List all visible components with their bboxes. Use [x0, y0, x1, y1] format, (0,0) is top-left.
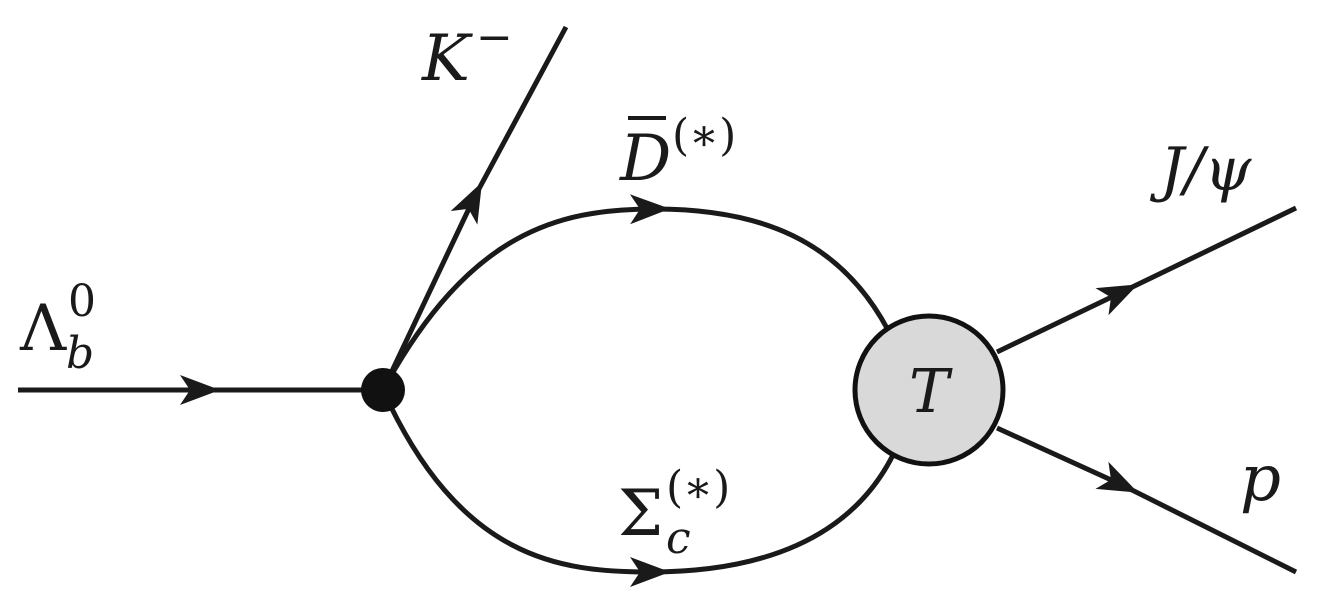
svg-text:Λ: Λ [19, 292, 67, 366]
jpsi-line [995, 205, 1298, 355]
lambda-b-label: Λ 0 b [19, 276, 96, 379]
weak-vertex [361, 368, 405, 412]
sigma-c-propagator [380, 388, 896, 588]
proton-label: p [1240, 442, 1281, 516]
svg-text:c: c [666, 513, 691, 564]
svg-text:b: b [66, 328, 94, 379]
svg-text:Σ: Σ [618, 477, 663, 551]
svg-text:−: − [476, 12, 513, 63]
t-matrix-label: T [909, 357, 953, 427]
kaon-line [380, 25, 569, 392]
svg-text:D: D [619, 122, 671, 196]
svg-text:(∗): (∗) [666, 462, 730, 513]
proton-line [995, 425, 1298, 575]
kaon-label: K − [421, 12, 513, 96]
sigma-c-label: Σ (∗) c [618, 462, 730, 564]
svg-text:K: K [421, 22, 473, 96]
t-matrix-blob [852, 313, 1006, 467]
svg-text:0: 0 [68, 276, 96, 327]
svg-text:(∗): (∗) [672, 110, 736, 161]
dbar-label: D (∗) [619, 110, 736, 196]
dbar-propagator [380, 194, 891, 392]
jpsi-label: J/ψ [1149, 135, 1252, 205]
